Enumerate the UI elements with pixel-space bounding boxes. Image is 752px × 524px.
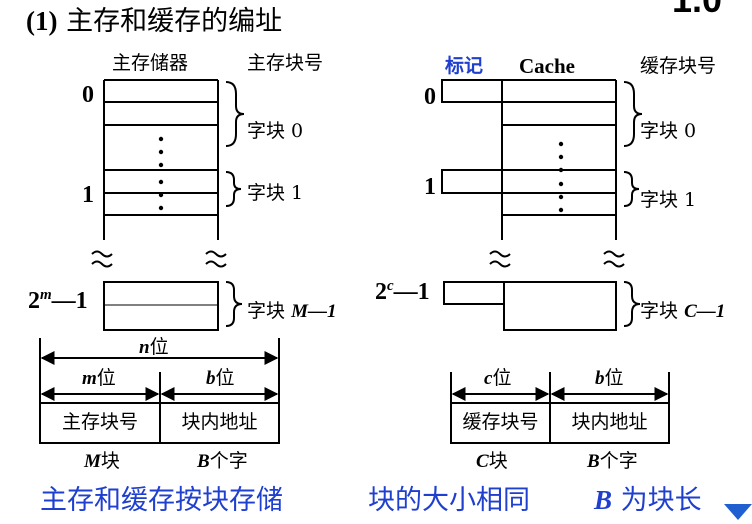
main-memory-break-marks <box>91 250 227 268</box>
cache-ellipsis <box>558 141 564 213</box>
main-address-last-exp: m <box>40 287 52 303</box>
main-address-format <box>39 338 280 444</box>
cache-high-bits-var: c <box>484 368 493 389</box>
main-block-count-var: M <box>84 451 101 472</box>
main-address-0: 0 <box>82 82 94 108</box>
cache-block-count-unit: 块 <box>488 450 508 472</box>
cache-tag-header: 标记 <box>445 55 484 77</box>
next-slide-button <box>724 504 752 520</box>
footer-note-block-length: B 为块长 <box>594 485 702 516</box>
main-high-bits-label: m位 <box>82 367 116 389</box>
cache-low-bits-var: b <box>595 368 605 389</box>
footer-note-storage: 主存和缓存按块存储 <box>40 485 283 516</box>
main-block-0-label: 字块 0 <box>247 120 304 142</box>
cache-high-bits-label: c位 <box>484 367 512 389</box>
main-memory-braces <box>225 81 245 327</box>
main-field-block-number: 主存块号 <box>61 411 138 433</box>
cache-block-last-label: 字块 C—1 <box>640 300 726 322</box>
main-total-bits-unit: 位 <box>149 336 169 358</box>
footer-note-size: 块的大小相同 <box>368 485 530 516</box>
main-address-last: 2m—1 <box>28 287 88 314</box>
cache-block-count-var: C <box>476 451 489 472</box>
cache-address-1: 1 <box>424 174 436 200</box>
main-field-block-offset: 块内地址 <box>181 411 258 433</box>
cache-words-per-block-var: B <box>587 451 600 472</box>
cache-block-last-text: 字块 <box>640 300 679 322</box>
cache-high-bits-unit: 位 <box>492 367 512 389</box>
cache-address-last-exp: c <box>387 278 394 294</box>
main-block-count: M块 <box>84 450 120 472</box>
cache-low-bits-label: b位 <box>595 367 624 389</box>
title-text: 主存和缓存的编址 <box>66 6 283 37</box>
main-memory-header: 主存储器 <box>112 52 189 74</box>
main-address-last-tail: —1 <box>51 288 88 314</box>
footer-block-length-text: 为块长 <box>620 485 702 516</box>
cache-address-last-tail: —1 <box>393 279 430 305</box>
main-words-per-block-unit: 个字 <box>209 450 248 472</box>
main-words-per-block: B个字 <box>197 450 248 472</box>
main-low-bits-var: b <box>206 368 216 389</box>
main-block-1-label: 字块 1 <box>247 182 304 204</box>
slide-title: (1) 主存和缓存的编址 <box>26 6 283 37</box>
cache-field-block-number: 缓存块号 <box>462 411 539 433</box>
cache-low-bits-unit: 位 <box>604 367 624 389</box>
main-block-last-label: 字块 M—1 <box>247 300 337 322</box>
cache-address-last: 2c—1 <box>375 278 430 305</box>
main-block-number-header: 主存块号 <box>247 52 324 74</box>
title-number: (1) <box>26 6 58 36</box>
main-block-last-suffix: M—1 <box>291 301 337 322</box>
cache-array <box>441 79 617 331</box>
cache-header: Cache <box>519 54 575 78</box>
cache-block-number-header: 缓存块号 <box>640 55 717 77</box>
main-high-bits-unit: 位 <box>96 367 116 389</box>
footer-block-length-var: B <box>594 485 613 515</box>
main-high-bits-var: m <box>82 368 97 389</box>
cache-words-per-block-unit: 个字 <box>599 450 638 472</box>
main-total-bits-var: n <box>139 337 150 358</box>
main-block-count-unit: 块 <box>100 450 120 472</box>
cache-field-block-offset: 块内地址 <box>571 411 648 433</box>
main-memory-ellipsis <box>158 136 164 211</box>
cache-break-marks <box>489 250 625 268</box>
cache-words-per-block: B个字 <box>587 450 638 472</box>
main-low-bits-unit: 位 <box>215 367 235 389</box>
main-words-per-block-var: B <box>197 451 210 472</box>
main-memory-array <box>103 79 219 331</box>
main-block-last-text: 字块 <box>247 300 286 322</box>
main-low-bits-label: b位 <box>206 367 235 389</box>
cache-block-count: C块 <box>476 450 508 472</box>
main-total-bits-label: n位 <box>139 336 169 358</box>
cache-block-0-label: 字块 0 <box>640 120 697 142</box>
cache-address-last-base: 2 <box>375 279 387 305</box>
main-address-last-base: 2 <box>28 288 40 314</box>
page-number-fragment: 1.0 <box>672 0 722 18</box>
cache-braces <box>623 81 643 327</box>
cache-address-0: 0 <box>424 84 436 110</box>
cache-address-format <box>450 372 670 444</box>
cache-block-1-label: 字块 1 <box>640 189 697 211</box>
main-address-1: 1 <box>82 182 94 208</box>
cache-block-last-suffix: C—1 <box>684 301 726 322</box>
